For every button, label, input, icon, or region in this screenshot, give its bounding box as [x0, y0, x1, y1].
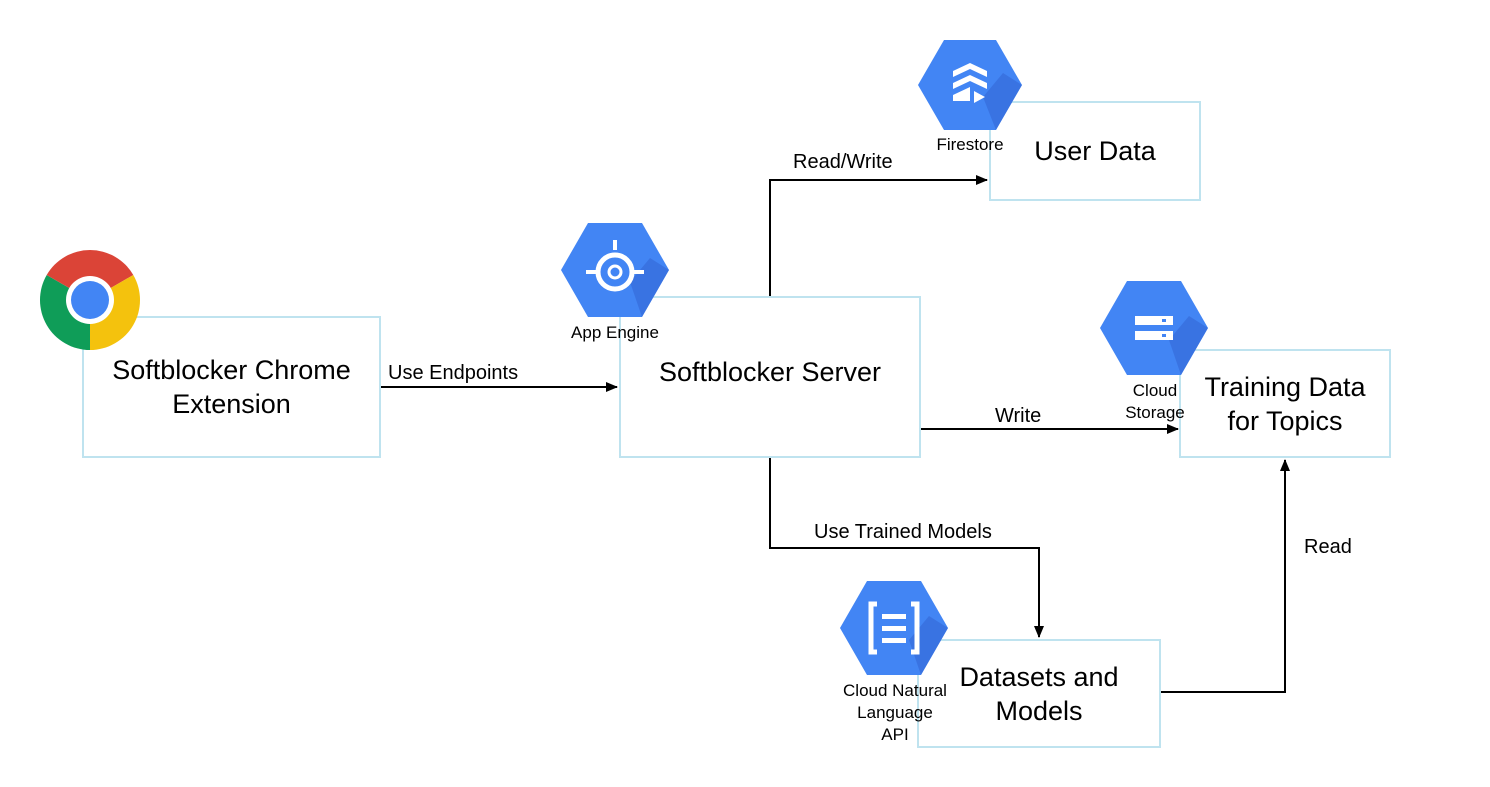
app-engine-name: App Engine [571, 323, 659, 342]
cloud-storage-icon [1100, 281, 1208, 375]
edge-read-write [769, 175, 988, 296]
firestore-name: Firestore [936, 135, 1004, 154]
edge-read [1160, 459, 1290, 693]
datasets-models-box[interactable]: Datasets and Models [917, 639, 1161, 748]
chrome-extension-box[interactable]: Softblocker Chrome Extension [82, 316, 381, 458]
edge-use-trained-models [769, 458, 1044, 638]
user-data-box[interactable]: User Data [989, 101, 1201, 201]
label-write: Write [995, 405, 1042, 427]
firestore-icon [918, 40, 1022, 130]
app-engine-icon [561, 223, 669, 317]
training-data-label: Training Data for Topics [1204, 371, 1366, 436]
cloud-storage-name: Cloud Storage [1125, 381, 1185, 422]
natural-language-name: Cloud Natural Language API [843, 681, 947, 744]
label-read: Read [1304, 536, 1352, 558]
training-data-box[interactable]: Training Data for Topics [1179, 349, 1391, 458]
chrome-extension-label: Softblocker Chrome Extension [112, 355, 351, 419]
datasets-models-label: Datasets and Models [959, 661, 1119, 726]
softblocker-server-label: Softblocker Server [658, 357, 882, 387]
user-data-label: User Data [1034, 136, 1156, 166]
label-read-write: Read/Write [793, 151, 893, 173]
natural-language-icon [840, 581, 948, 675]
softblocker-server-box[interactable]: Softblocker Server [619, 296, 921, 458]
chrome-icon [40, 250, 140, 350]
label-use-trained-models: Use Trained Models [814, 521, 992, 543]
label-use-endpoints: Use Endpoints [388, 362, 519, 384]
